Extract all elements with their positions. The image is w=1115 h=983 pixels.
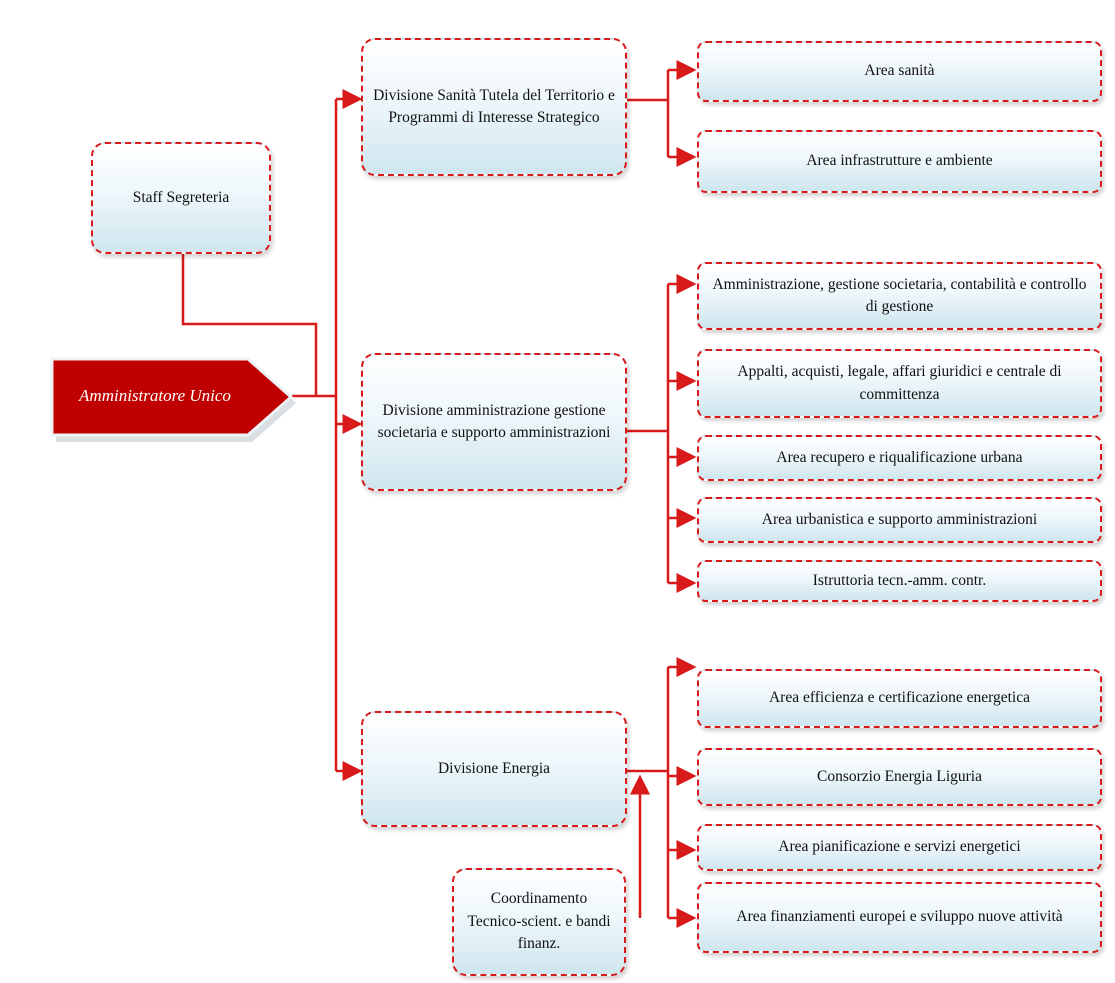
division-node-2: Divisione amministrazione gestione socie… xyxy=(361,353,627,491)
head-node: Amministratore Unico xyxy=(50,357,296,442)
division-node-3: Divisione Energia xyxy=(361,711,627,827)
area-node: Area recupero e riqualificazione urbana xyxy=(697,435,1102,481)
head-label: Amministratore Unico xyxy=(79,386,231,406)
area-label: Appalti, acquisti, legale, affari giurid… xyxy=(737,363,1062,403)
area-node: Area efficienza e certificazione energet… xyxy=(697,669,1102,728)
staff-connector-line xyxy=(181,254,318,396)
area-node: Area infrastrutture e ambiente xyxy=(697,130,1102,193)
area-node: Area urbanistica e supporto amministrazi… xyxy=(697,497,1102,543)
area-label: Area efficienza e certificazione energet… xyxy=(768,689,1031,707)
staff-label: Staff Segreteria xyxy=(132,188,230,206)
area-label: Amministrazione, gestione societaria, co… xyxy=(712,275,1087,315)
area-node: Appalti, acquisti, legale, affari giurid… xyxy=(697,349,1102,418)
staff-node: Staff Segreteria xyxy=(91,142,271,254)
area-label: Area urbanistica e supporto amministrazi… xyxy=(761,510,1038,528)
coordination-node: Coordinamento Tecnico-scient. e bandi fi… xyxy=(452,868,626,976)
coordination-label: Coordinamento Tecnico-scient. e bandi fi… xyxy=(467,890,611,953)
division-label-3: Divisione Energia xyxy=(437,759,551,777)
head-pentagon-shape xyxy=(50,357,296,442)
division-label-1: Divisione Sanità Tutela del Territorio e… xyxy=(373,86,615,126)
area-label: Area infrastrutture e ambiente xyxy=(806,152,993,170)
area-node: Istruttoria tecn.-amm. contr. xyxy=(697,560,1102,602)
area-node: Area pianificazione e servizi energetici xyxy=(697,824,1102,871)
area-node: Area sanità xyxy=(697,41,1102,102)
area-node: Consorzio Energia Liguria xyxy=(697,748,1102,806)
division-label-2: Divisione amministrazione gestione socie… xyxy=(377,401,611,441)
division-node-1: Divisione Sanità Tutela del Territorio e… xyxy=(361,38,627,176)
area-node: Amministrazione, gestione societaria, co… xyxy=(697,262,1102,330)
area-node: Area finanziamenti europei e sviluppo nu… xyxy=(697,882,1102,953)
area-label: Area sanità xyxy=(864,62,935,80)
area-label: Istruttoria tecn.-amm. contr. xyxy=(812,571,987,589)
area-label: Area pianificazione e servizi energetici xyxy=(778,838,1021,856)
area-label: Area recupero e riqualificazione urbana xyxy=(776,448,1023,466)
area-label: Consorzio Energia Liguria xyxy=(816,767,982,785)
area-label: Area finanziamenti europei e sviluppo nu… xyxy=(736,908,1063,926)
